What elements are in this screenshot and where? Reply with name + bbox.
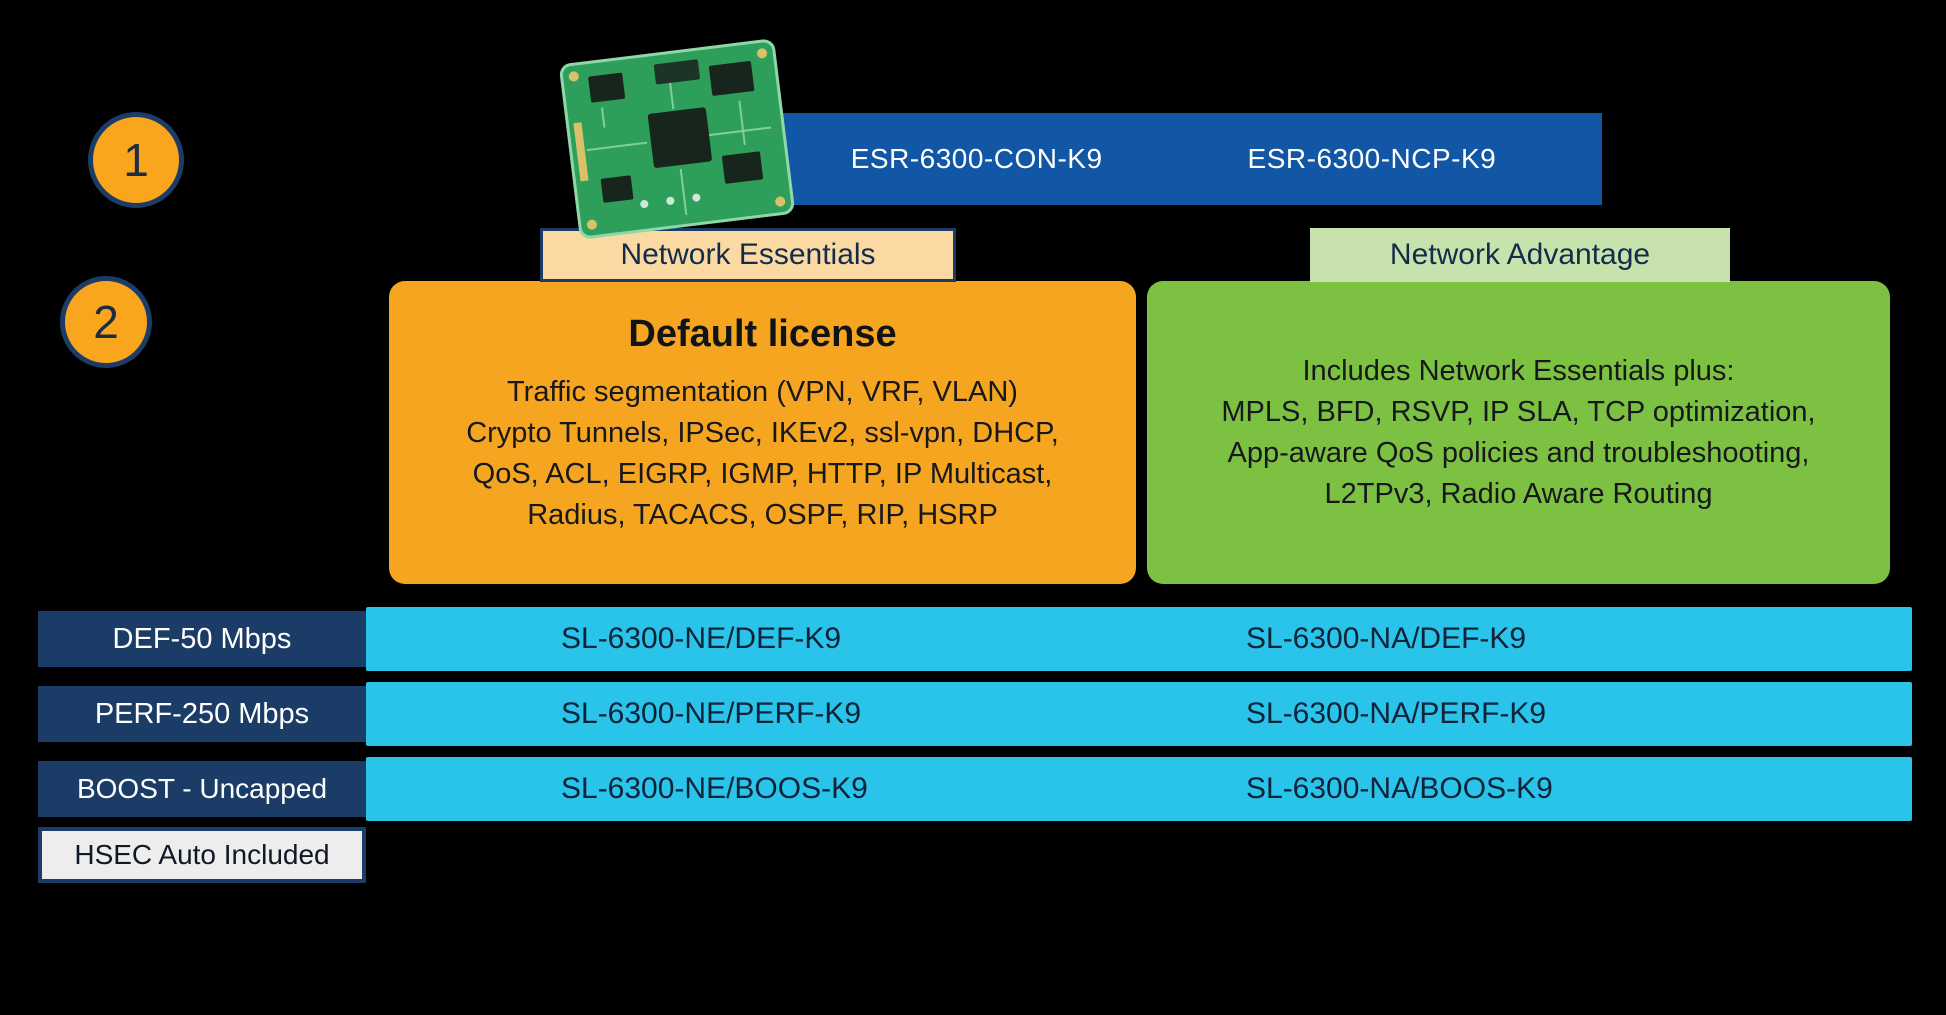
network-advantage-features: Includes Network Essentials plus: MPLS, … bbox=[1147, 351, 1890, 515]
feature-line: Crypto Tunnels, IPSec, IKEv2, ssl-vpn, D… bbox=[466, 417, 1059, 449]
tier-row-perf: PERF-250 Mbps SL-6300-NE/PERF-K9 SL-6300… bbox=[0, 682, 1946, 746]
tier-bar-def: SL-6300-NE/DEF-K9 SL-6300-NA/DEF-K9 bbox=[366, 607, 1912, 671]
feature-line: QoS, ACL, EIGRP, IGMP, HTTP, IP Multicas… bbox=[472, 458, 1053, 490]
circuit-board-image bbox=[556, 35, 799, 243]
hardware-sku-bar: ESR-6300-CON-K9 ESR-6300-NCP-K9 bbox=[745, 113, 1602, 205]
ne-boost-sku: SL-6300-NE/BOOS-K9 bbox=[561, 772, 868, 805]
step-2-badge: 2 bbox=[60, 276, 152, 368]
ne-perf-sku: SL-6300-NE/PERF-K9 bbox=[561, 697, 862, 730]
feature-line: Radius, TACACS, OSPF, RIP, HSRP bbox=[527, 499, 998, 531]
tier-label-boost: BOOST - Uncapped bbox=[38, 761, 366, 817]
step-2-number: 2 bbox=[93, 296, 119, 348]
network-essentials-features: Traffic segmentation (VPN, VRF, VLAN) Cr… bbox=[389, 372, 1136, 536]
network-essentials-tab: Network Essentials bbox=[540, 228, 956, 282]
network-essentials-panel: Default license Traffic segmentation (VP… bbox=[389, 281, 1136, 584]
na-perf-sku: SL-6300-NA/PERF-K9 bbox=[1246, 697, 1547, 730]
network-advantage-tab: Network Advantage bbox=[1310, 228, 1730, 282]
default-license-title: Default license bbox=[628, 313, 897, 355]
network-advantage-panel: Includes Network Essentials plus: MPLS, … bbox=[1147, 281, 1890, 584]
circuit-board-icon bbox=[559, 39, 795, 239]
step-1-number: 1 bbox=[123, 134, 149, 186]
hardware-sku-ncp: ESR-6300-NCP-K9 bbox=[1247, 143, 1497, 174]
tier-bar-boost: SL-6300-NE/BOOS-K9 SL-6300-NA/BOOS-K9 bbox=[366, 757, 1912, 821]
ne-def-sku: SL-6300-NE/DEF-K9 bbox=[561, 622, 842, 655]
feature-line: App-aware QoS policies and troubleshooti… bbox=[1227, 436, 1810, 469]
tier-bar-perf: SL-6300-NE/PERF-K9 SL-6300-NA/PERF-K9 bbox=[366, 682, 1912, 746]
feature-line: Includes Network Essentials plus: bbox=[1302, 354, 1735, 387]
feature-line: Traffic segmentation (VPN, VRF, VLAN) bbox=[507, 376, 1018, 408]
feature-line: MPLS, BFD, RSVP, IP SLA, TCP optimizatio… bbox=[1221, 395, 1816, 428]
feature-line: L2TPv3, Radio Aware Routing bbox=[1324, 477, 1713, 510]
na-def-sku: SL-6300-NA/DEF-K9 bbox=[1246, 622, 1527, 655]
hsec-auto-included-box: HSEC Auto Included bbox=[38, 827, 366, 883]
tier-label-perf: PERF-250 Mbps bbox=[38, 686, 366, 742]
na-boost-sku: SL-6300-NA/BOOS-K9 bbox=[1246, 772, 1553, 805]
step-1-badge: 1 bbox=[88, 112, 184, 208]
tier-label-def: DEF-50 Mbps bbox=[38, 611, 366, 667]
tier-row-boost: BOOST - Uncapped SL-6300-NE/BOOS-K9 SL-6… bbox=[0, 757, 1946, 821]
hardware-sku-con: ESR-6300-CON-K9 bbox=[850, 143, 1103, 174]
tier-row-def: DEF-50 Mbps SL-6300-NE/DEF-K9 SL-6300-NA… bbox=[0, 607, 1946, 671]
